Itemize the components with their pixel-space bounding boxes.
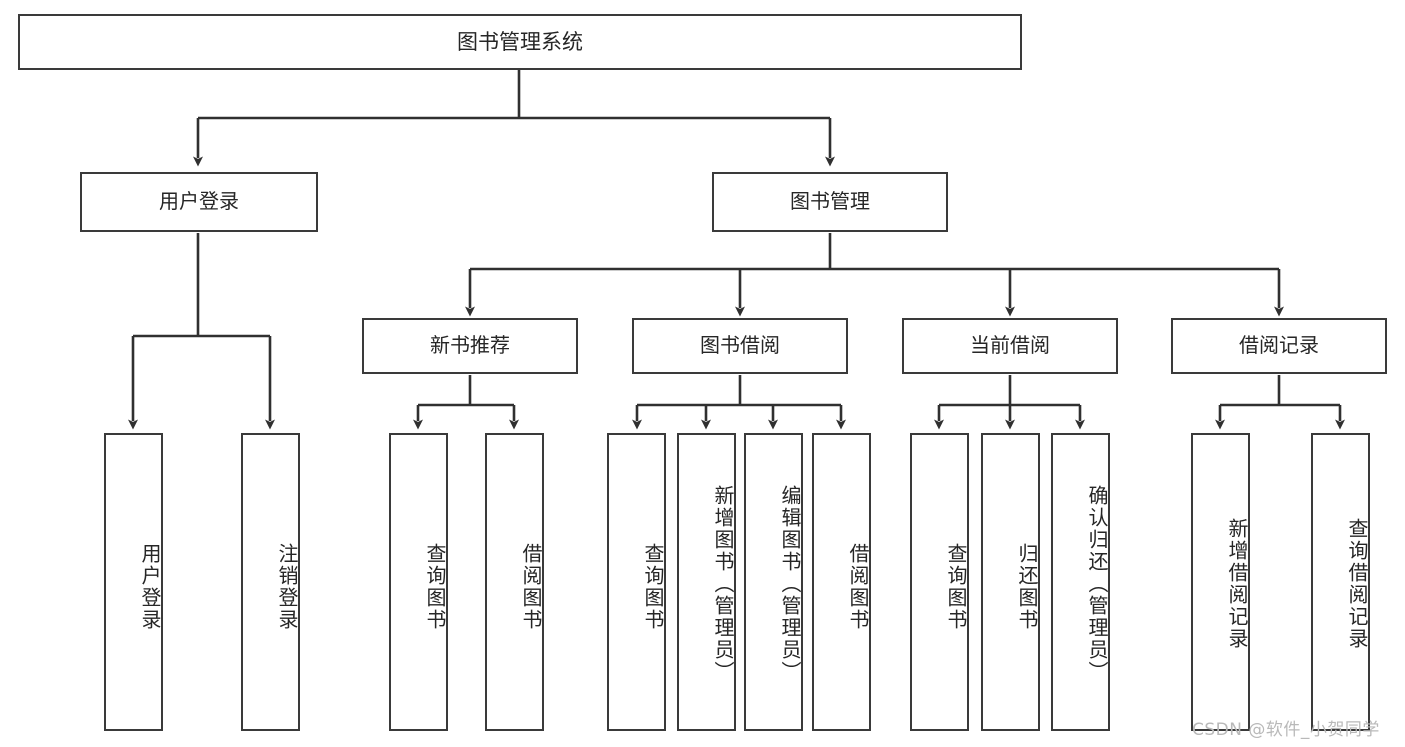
node-label: 查询图书	[641, 543, 665, 631]
node-label: 新书推荐	[430, 333, 510, 358]
node-new-book-recommend[interactable]: 新书推荐	[362, 318, 578, 374]
node-label: 图书管理系统	[457, 29, 583, 54]
leaf-user-login-login[interactable]: 用户登录	[104, 433, 163, 731]
node-label: 当前借阅	[970, 333, 1050, 358]
node-label: 新增借阅记录	[1225, 518, 1249, 650]
node-label: 新增图书（管理员）	[711, 485, 735, 683]
leaf-book-borrow-borrow-book[interactable]: 借阅图书	[812, 433, 871, 731]
node-label: 用户登录	[138, 543, 162, 631]
node-label: 借阅图书	[519, 543, 543, 631]
leaf-current-borrow-confirm-return-admin[interactable]: 确认归还（管理员）	[1051, 433, 1110, 731]
csdn-watermark: CSDN @软件_小贺同学	[1192, 715, 1380, 740]
node-book-management[interactable]: 图书管理	[712, 172, 948, 232]
node-current-borrow[interactable]: 当前借阅	[902, 318, 1118, 374]
watermark-text: CSDN @软件_小贺同学	[1192, 720, 1380, 740]
node-label: 注销登录	[275, 543, 299, 631]
node-label: 确认归还（管理员）	[1085, 485, 1109, 683]
leaf-user-login-logout[interactable]: 注销登录	[241, 433, 300, 731]
leaf-book-borrow-edit-book-admin[interactable]: 编辑图书（管理员）	[744, 433, 803, 731]
leaf-book-borrow-query-book[interactable]: 查询图书	[607, 433, 666, 731]
node-borrow-record[interactable]: 借阅记录	[1171, 318, 1387, 374]
node-label: 编辑图书（管理员）	[778, 485, 802, 683]
node-label: 图书管理	[790, 189, 870, 214]
node-book-borrow[interactable]: 图书借阅	[632, 318, 848, 374]
leaf-current-borrow-return-book[interactable]: 归还图书	[981, 433, 1040, 731]
node-user-login[interactable]: 用户登录	[80, 172, 318, 232]
leaf-borrow-record-query-record[interactable]: 查询借阅记录	[1311, 433, 1370, 731]
node-label: 归还图书	[1015, 543, 1039, 631]
node-label: 查询借阅记录	[1345, 518, 1369, 650]
leaf-book-borrow-add-book-admin[interactable]: 新增图书（管理员）	[677, 433, 736, 731]
node-root-book-management-system[interactable]: 图书管理系统	[18, 14, 1022, 70]
node-label: 用户登录	[159, 189, 239, 214]
leaf-new-book-borrow-book[interactable]: 借阅图书	[485, 433, 544, 731]
node-label: 查询图书	[944, 543, 968, 631]
leaf-new-book-query-book[interactable]: 查询图书	[389, 433, 448, 731]
leaf-borrow-record-add-record[interactable]: 新增借阅记录	[1191, 433, 1250, 731]
node-label: 借阅记录	[1239, 333, 1319, 358]
node-label: 图书借阅	[700, 333, 780, 358]
node-label: 查询图书	[423, 543, 447, 631]
node-label: 借阅图书	[846, 543, 870, 631]
leaf-current-borrow-query-book[interactable]: 查询图书	[910, 433, 969, 731]
